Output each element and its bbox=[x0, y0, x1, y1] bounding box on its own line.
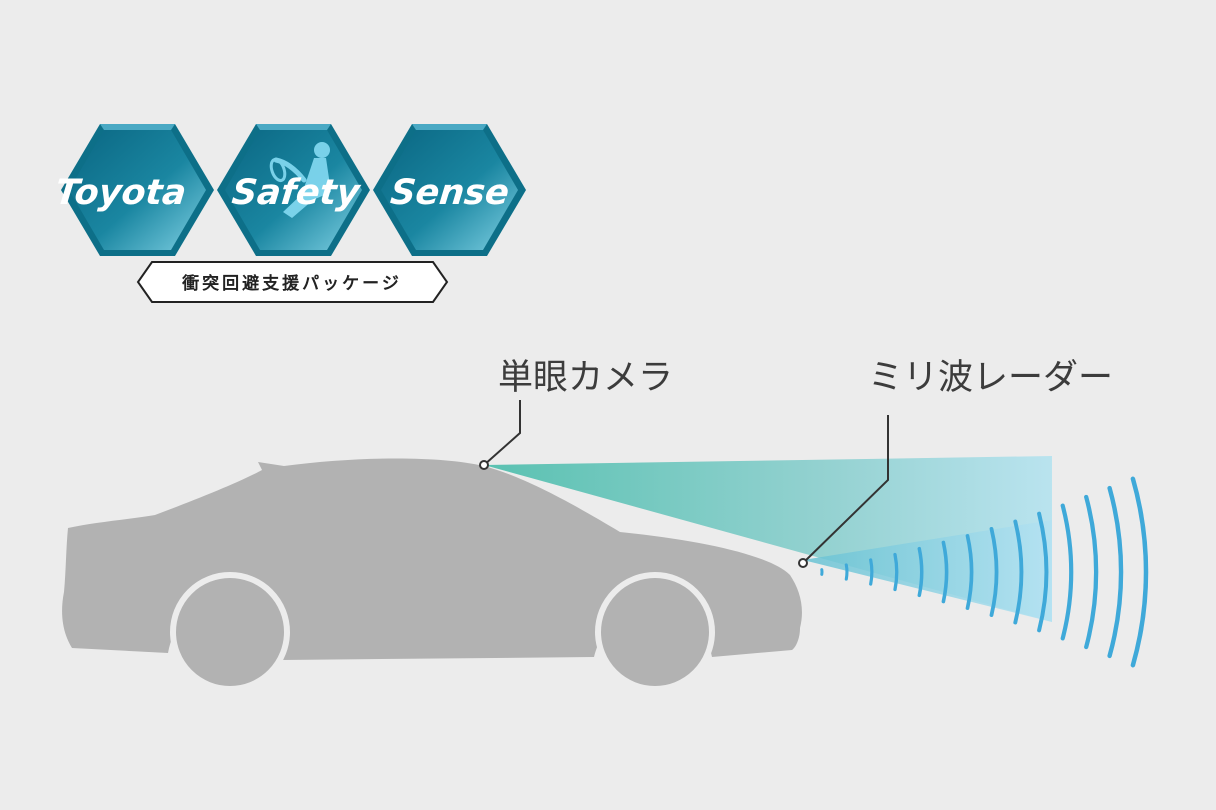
radar-wave-arc bbox=[989, 527, 999, 617]
radar-wave-arc bbox=[893, 552, 899, 592]
camera-sensor-dot-icon bbox=[479, 460, 489, 470]
radar-sensor-dot-icon bbox=[798, 558, 808, 568]
radar-wave-arc bbox=[1037, 511, 1049, 633]
radar-wave-arc bbox=[869, 558, 874, 586]
logo-hex-sense bbox=[373, 124, 526, 256]
radar-leader-line bbox=[802, 415, 889, 564]
logo-word-safety: Safety bbox=[230, 172, 364, 213]
car-silhouette bbox=[62, 458, 802, 692]
radar-wave-arc bbox=[965, 534, 974, 610]
toyota-safety-sense-logo: Toyota Safety Sense 衝突回避支援パッケージ bbox=[53, 124, 526, 303]
radar-label: ミリ波レーダー bbox=[868, 358, 1113, 398]
radar-wave-arc bbox=[941, 540, 949, 604]
logo-hex-safety bbox=[217, 124, 370, 256]
radar-wave-arc bbox=[1107, 485, 1124, 659]
radar-wave-arc bbox=[1060, 503, 1074, 641]
front-wheel bbox=[595, 572, 715, 692]
radar-wave-arc bbox=[917, 546, 924, 598]
driver-figure-icon bbox=[269, 142, 331, 218]
camera-label: 単眼カメラ bbox=[498, 358, 673, 398]
logo-subtitle: 衝突回避支援パッケージ bbox=[181, 273, 402, 294]
radar-wave-arc bbox=[844, 563, 849, 581]
radar-detection-beam bbox=[803, 520, 1052, 622]
rear-wheel bbox=[170, 572, 290, 692]
logo-word-toyota: Toyota bbox=[53, 172, 188, 213]
radar-wave-arc bbox=[1130, 476, 1149, 668]
camera-leader-line bbox=[483, 400, 521, 466]
logo-subtitle-banner: 衝突回避支援パッケージ bbox=[136, 261, 449, 303]
logo-hex-toyota bbox=[61, 124, 214, 256]
radar-waves bbox=[820, 476, 1149, 668]
logo-word-sense: Sense bbox=[388, 172, 511, 213]
radar-wave-arc bbox=[1084, 494, 1099, 650]
radar-wave-arc bbox=[1013, 519, 1024, 625]
